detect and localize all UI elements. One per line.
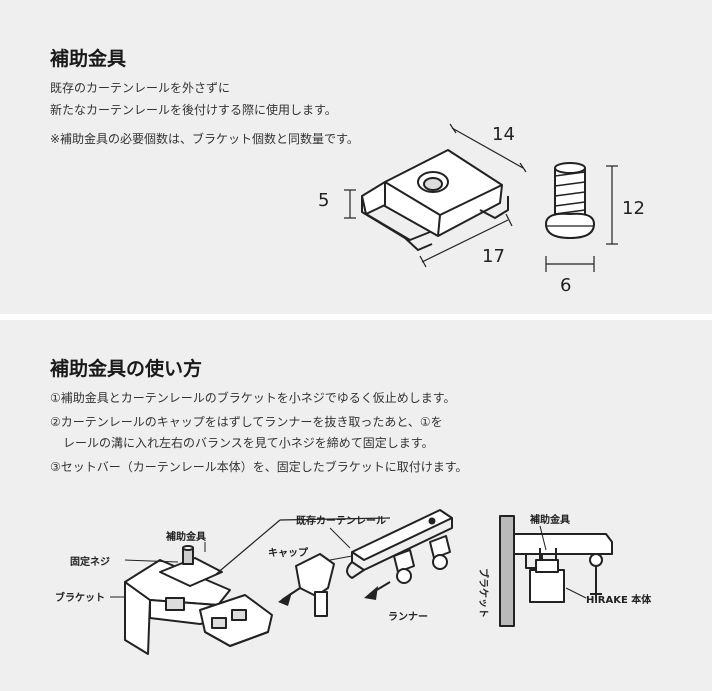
label-kizon-rail: 既存カーテンレール (296, 514, 386, 527)
step-3: ③セットバー（カーテンレール本体）を、固定したブラケットに取付けます。 (50, 460, 468, 474)
dim-screw-diameter-label: 6 (560, 275, 571, 296)
usage-diagram: 補助金具 固定ネジ ブラケット 既存カーテンレール キャップ ランナー (55, 509, 652, 655)
rail-illustration (295, 509, 453, 617)
desc-line-2: 新たなカーテンレールを後付けする際に使用します。 (50, 103, 337, 117)
step-1: ①補助金具とカーテンレールのブラケットを小ネジでゆるく仮止めします。 (50, 391, 456, 405)
note-text: ※補助金具の必要個数は、ブラケット個数と同数量です。 (50, 132, 359, 146)
bracket-part-illustration (361, 149, 509, 251)
dim-height-label: 5 (318, 190, 329, 211)
panel-hardware: 補助金具 既存のカーテンレールを外さずに 新たなカーテンレールを後付けする際に使… (0, 0, 712, 314)
dim-screw-length-label: 12 (622, 198, 645, 219)
screw-illustration (544, 162, 596, 240)
label-bracket: ブラケット (55, 591, 105, 604)
dim-depth-label: 17 (482, 246, 505, 267)
label-hojo-side: 補助金具 (529, 513, 570, 526)
label-runner: ランナー (388, 611, 428, 623)
label-bracket-vertical: ブラケット (477, 568, 490, 618)
section-title-usage: 補助金具の使い方 (50, 358, 203, 380)
dim-width-label: 14 (492, 124, 515, 145)
label-cap: キャップ (268, 546, 309, 559)
bracket-assembly-illustration (124, 545, 273, 655)
step-2b: レールの溝に入れ左右のバランスを見て小ネジを締めて固定します。 (63, 436, 434, 450)
step-2a: ②カーテンレールのキャップをはずしてランナーを抜き取ったあと、①を (50, 415, 443, 429)
side-view-illustration (499, 515, 613, 627)
hardware-dimension-diagram: 14 5 17 12 6 (318, 123, 645, 296)
label-hirake: HiRAKE 本体 (586, 593, 652, 606)
section-title-hardware: 補助金具 (50, 48, 127, 70)
label-hojo: 補助金具 (165, 530, 206, 543)
desc-line-1: 既存のカーテンレールを外さずに (50, 81, 231, 95)
panel-usage: 補助金具の使い方 ①補助金具とカーテンレールのブラケットを小ネジでゆるく仮止めし… (0, 320, 712, 691)
label-kotei-neji: 固定ネジ (70, 555, 110, 568)
